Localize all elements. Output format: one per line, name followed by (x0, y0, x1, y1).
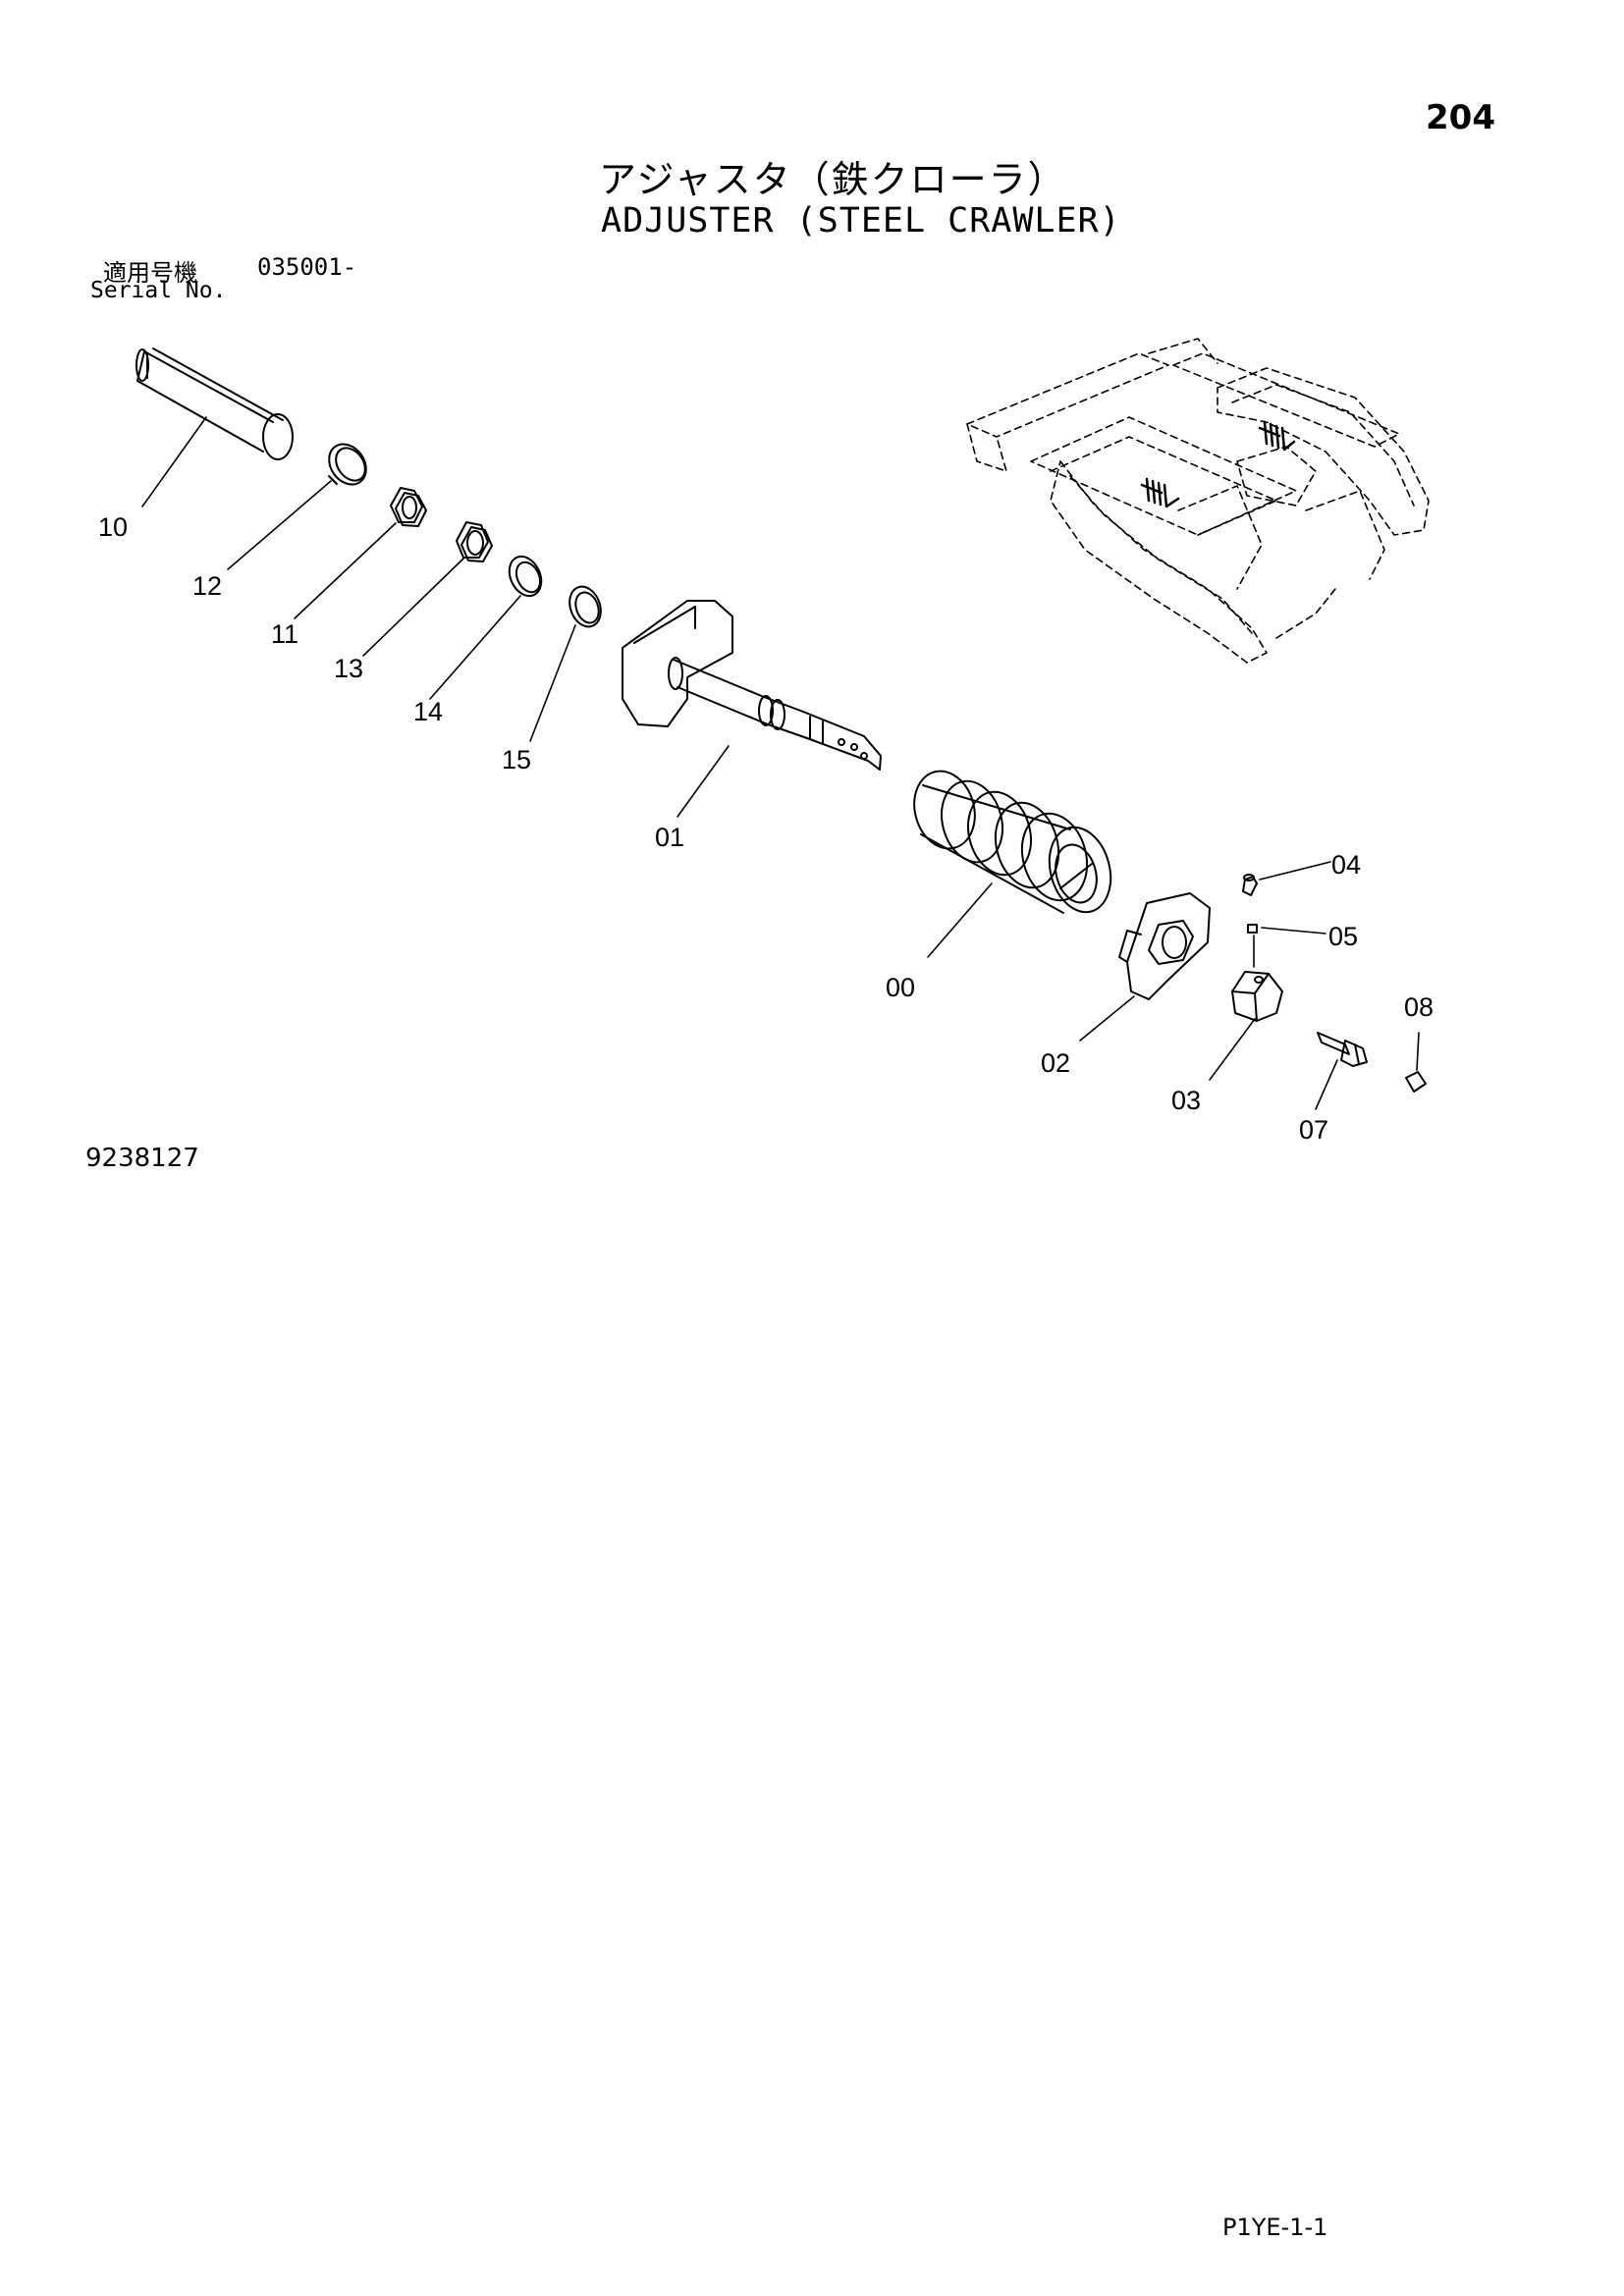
part-07-grease-valve (1317, 1032, 1368, 1067)
callout-05: 05 (1328, 922, 1358, 951)
part-03-hex-nut (1231, 971, 1283, 1022)
serial-label-english: Serial No. (90, 278, 227, 303)
title-japanese: アジャスタ（鉄クローラ） (599, 158, 1067, 201)
callout-14: 14 (413, 697, 443, 726)
callout-08: 08 (1404, 992, 1434, 1022)
callout-10: 10 (98, 512, 128, 542)
part-04-grease-fitting (1242, 874, 1258, 896)
spring-adjuster-highlight-icon (1140, 420, 1296, 508)
title-english: ADJUSTER (STEEL CRAWLER) (601, 201, 1121, 240)
undercarriage-location-sketch (966, 338, 1430, 664)
page-code: P1YE-1-1 (1222, 2214, 1328, 2241)
part-01-rod (622, 600, 882, 771)
callout-11: 11 (271, 619, 298, 649)
callout-03: 03 (1171, 1086, 1201, 1115)
page-number: 204 (1426, 98, 1495, 137)
callout-07: 07 (1299, 1115, 1328, 1145)
part-13-nut (456, 521, 493, 562)
callout-02: 02 (1041, 1048, 1070, 1078)
leader-lines (141, 416, 1420, 1110)
serial-label-japanese: 適用号機 (103, 259, 197, 287)
part-10-pin (135, 347, 294, 460)
callout-01: 01 (655, 823, 684, 852)
part-11-nut (390, 487, 427, 527)
serial-number: 035001- (257, 253, 357, 281)
part-12-snap-ring (328, 443, 367, 486)
drawing-id: 9238127 (85, 1144, 199, 1173)
part-08-cap (1405, 1071, 1427, 1093)
part-02-bracket (1118, 892, 1211, 1000)
callout-12: 12 (192, 571, 222, 601)
part-00-spring (913, 770, 1112, 914)
part-14-washer (508, 555, 543, 598)
callout-13: 13 (334, 654, 363, 683)
callout-15: 15 (502, 745, 531, 774)
callout-labels: 10 12 11 13 14 15 01 00 04 05 02 08 03 0… (98, 512, 1434, 1145)
callout-00: 00 (886, 973, 915, 1002)
part-15-seal-ring (568, 585, 602, 628)
part-05-plug (1247, 924, 1258, 934)
callout-04: 04 (1331, 850, 1361, 880)
